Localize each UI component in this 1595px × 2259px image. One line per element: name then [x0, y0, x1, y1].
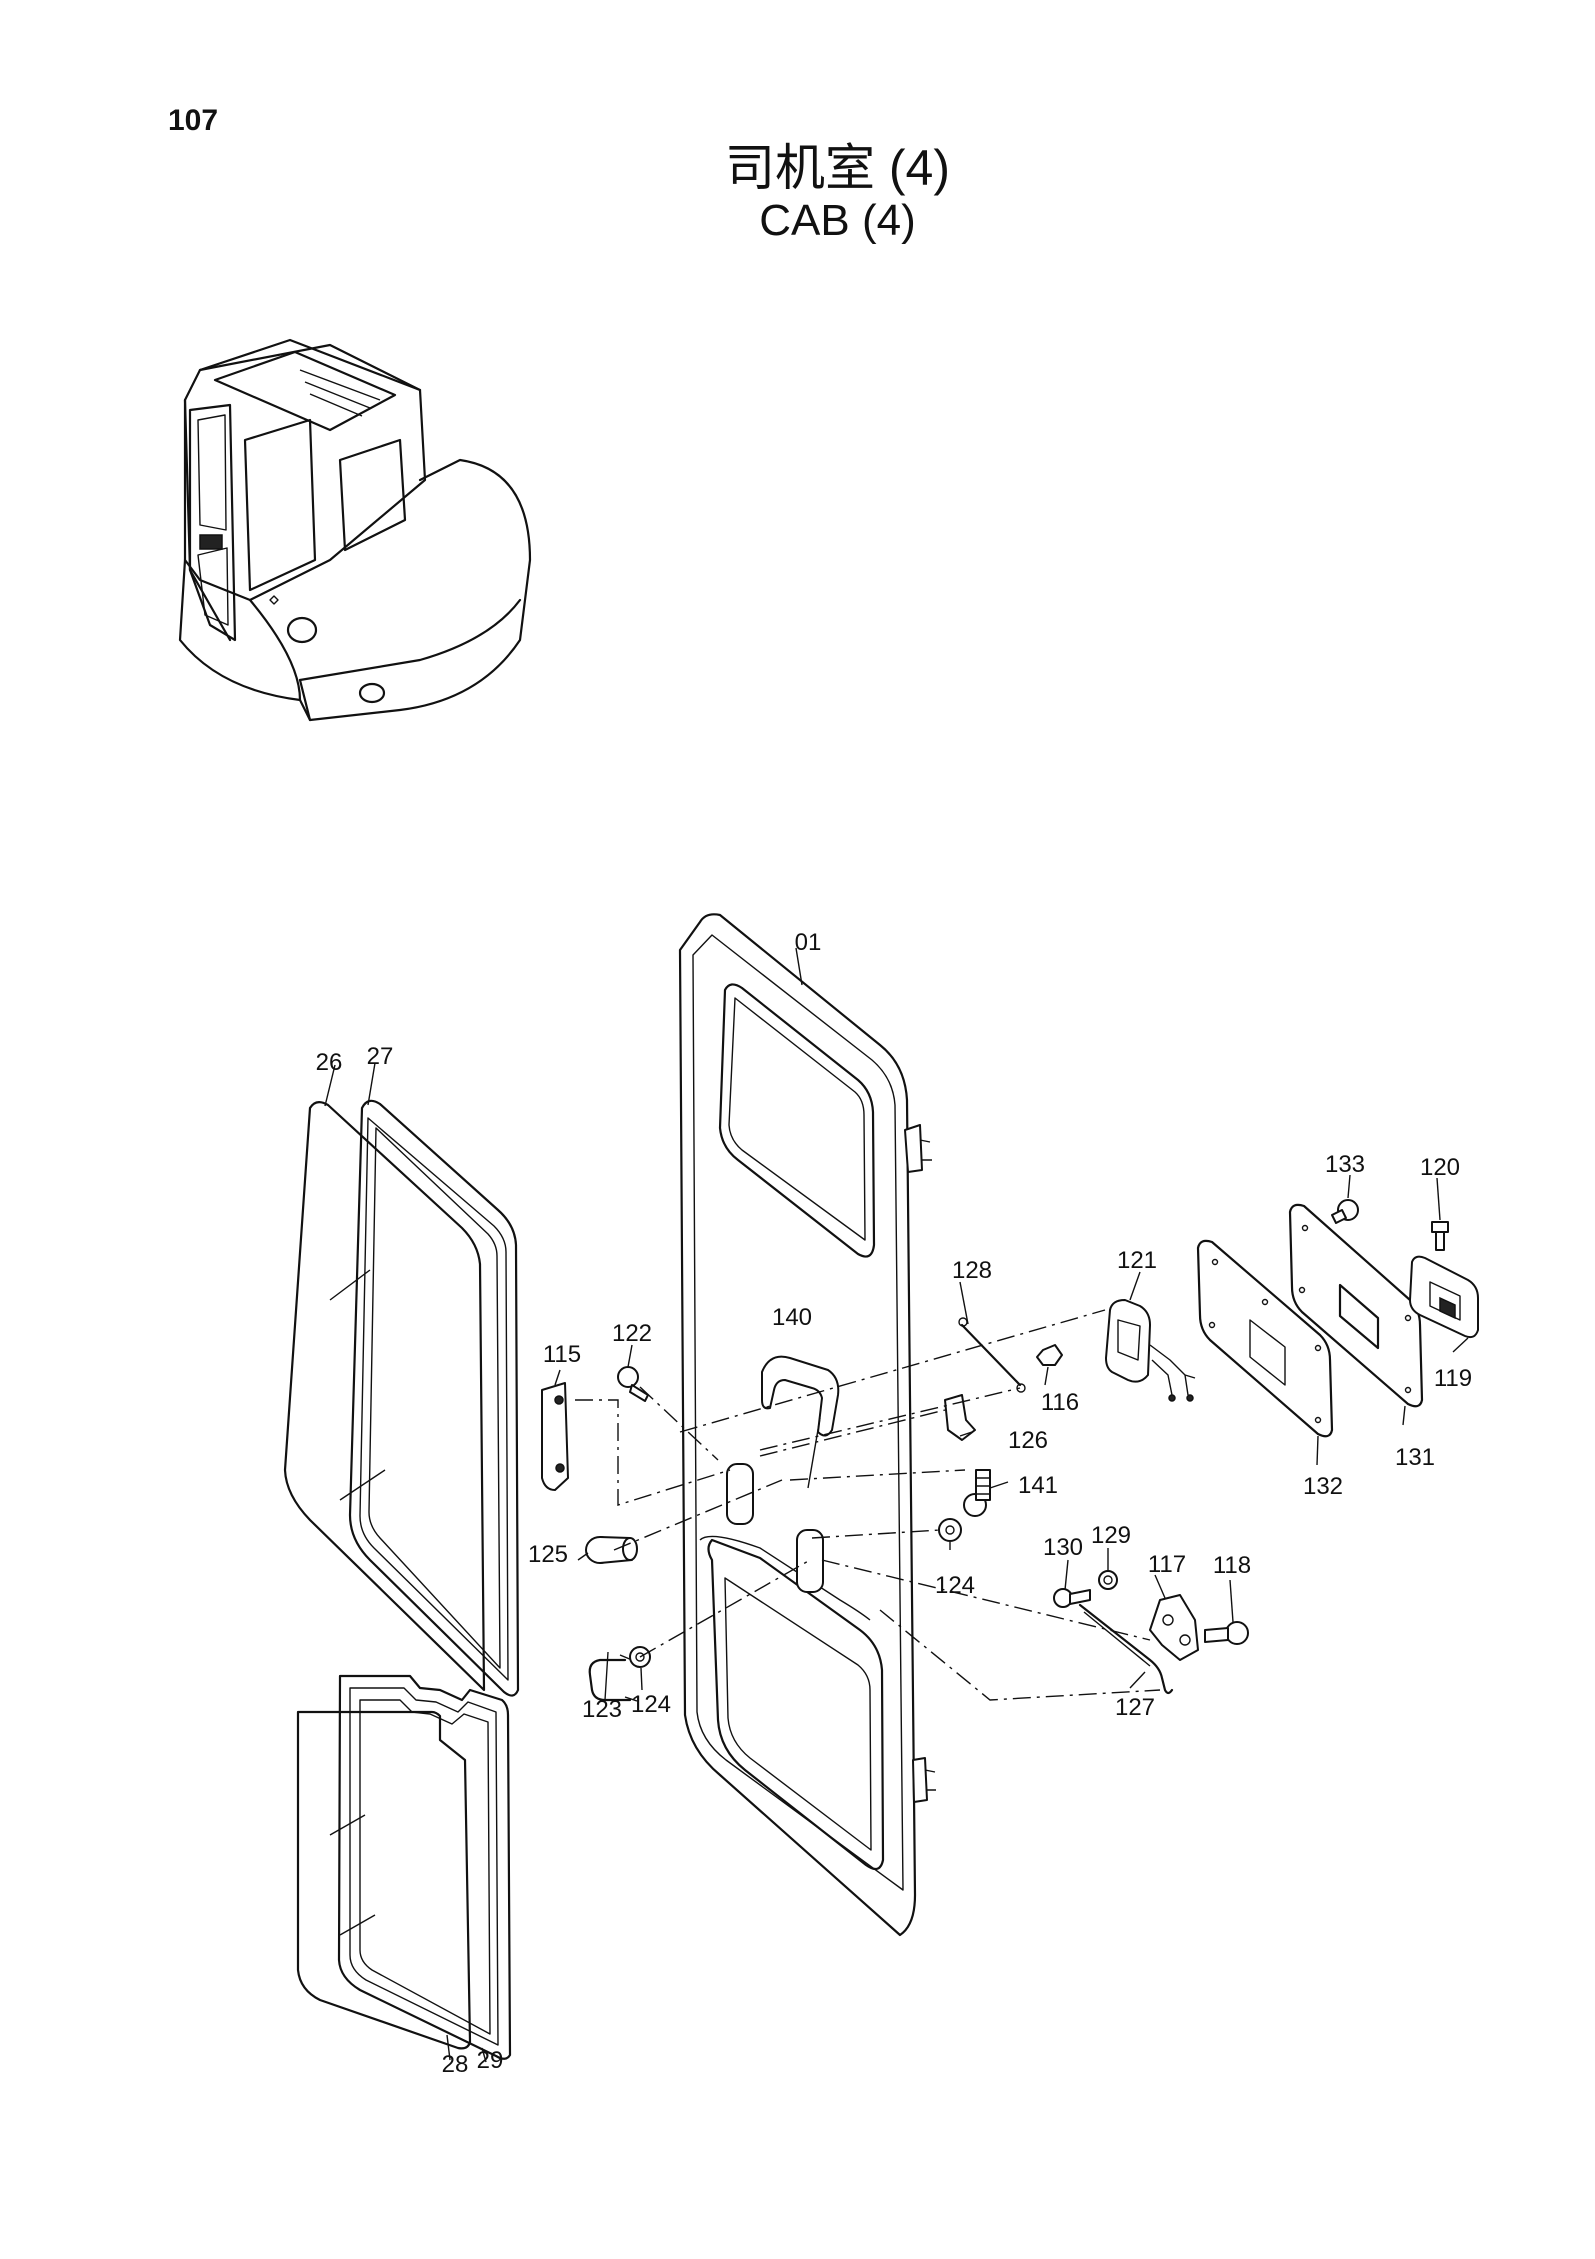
callout-28: 28 — [442, 2051, 469, 2078]
callout-121: 121 — [1117, 1247, 1157, 1274]
callout-140: 140 — [772, 1304, 812, 1331]
callout-130: 130 — [1043, 1534, 1083, 1561]
door-frame-part-01 — [678, 913, 936, 1937]
window-seal-part-27 — [348, 1099, 520, 1697]
nut-part-124-upper — [938, 1518, 962, 1542]
callout-01: 01 — [795, 929, 822, 956]
callout-125: 125 — [528, 1541, 568, 1568]
page-title-english: CAB (4) — [759, 196, 916, 245]
bolt-part-122 — [617, 1366, 649, 1402]
callout-132: 132 — [1303, 1473, 1343, 1500]
callout-131: 131 — [1395, 1444, 1435, 1471]
callout-133: 133 — [1325, 1151, 1365, 1178]
callout-26: 26 — [316, 1049, 343, 1076]
cover-plate-part-131 — [1288, 1203, 1424, 1408]
assembly-guide-lines — [575, 1309, 1161, 1701]
callout-124-upper: 124 — [935, 1572, 975, 1599]
cab-overview-illustration — [178, 338, 532, 722]
callout-126: 126 — [1008, 1427, 1048, 1454]
window-seal-part-29 — [337, 1674, 512, 2060]
callout-122: 122 — [612, 1320, 652, 1347]
callout-123: 123 — [582, 1696, 622, 1723]
pin-part-125 — [585, 1536, 638, 1564]
rod-part-128 — [958, 1317, 1026, 1393]
link-rod-part-127 — [1078, 1603, 1174, 1695]
inner-handle-part-115 — [541, 1382, 569, 1491]
callout-127: 127 — [1115, 1694, 1155, 1721]
bolt-part-130 — [1053, 1588, 1091, 1608]
outer-handle-part-119 — [1409, 1255, 1479, 1339]
striker-part-117 — [1149, 1594, 1199, 1661]
handle-part-140 — [761, 1355, 840, 1437]
callout-124-lower: 124 — [631, 1691, 671, 1718]
clip-part-126 — [944, 1394, 976, 1441]
window-glass-part-28 — [296, 1710, 472, 2050]
spring-part-129 — [1098, 1570, 1118, 1590]
callout-29: 29 — [477, 2047, 504, 2074]
nut-part-116 — [1036, 1344, 1063, 1366]
bolt-part-118 — [1204, 1621, 1249, 1645]
callout-numbers: 01 26 27 28 29 115 116 117 118 119 120 1… — [316, 929, 1472, 2078]
page-number: 107 — [168, 104, 219, 137]
callout-leaders — [324, 947, 1469, 2063]
callout-115: 115 — [543, 1341, 581, 1368]
callout-120: 120 — [1420, 1154, 1460, 1181]
bolt-part-133 — [1331, 1199, 1359, 1224]
callout-129: 129 — [1091, 1522, 1131, 1549]
callout-119: 119 — [1434, 1365, 1472, 1392]
callout-27: 27 — [367, 1043, 394, 1070]
bolt-part-141 — [963, 1469, 991, 1517]
page-title-chinese: 司机室 (4) — [725, 140, 950, 196]
callout-141: 141 — [1018, 1472, 1058, 1499]
callout-118: 118 — [1213, 1552, 1251, 1579]
window-glass-part-26 — [283, 1101, 486, 1692]
callout-116: 116 — [1041, 1389, 1079, 1416]
screw-part-120 — [1431, 1221, 1449, 1251]
u-rod-part-123 — [588, 1654, 638, 1702]
lock-part-121 — [1105, 1299, 1196, 1402]
callout-128: 128 — [952, 1257, 992, 1284]
gasket-part-132 — [1196, 1239, 1334, 1438]
callout-117: 117 — [1148, 1551, 1186, 1578]
